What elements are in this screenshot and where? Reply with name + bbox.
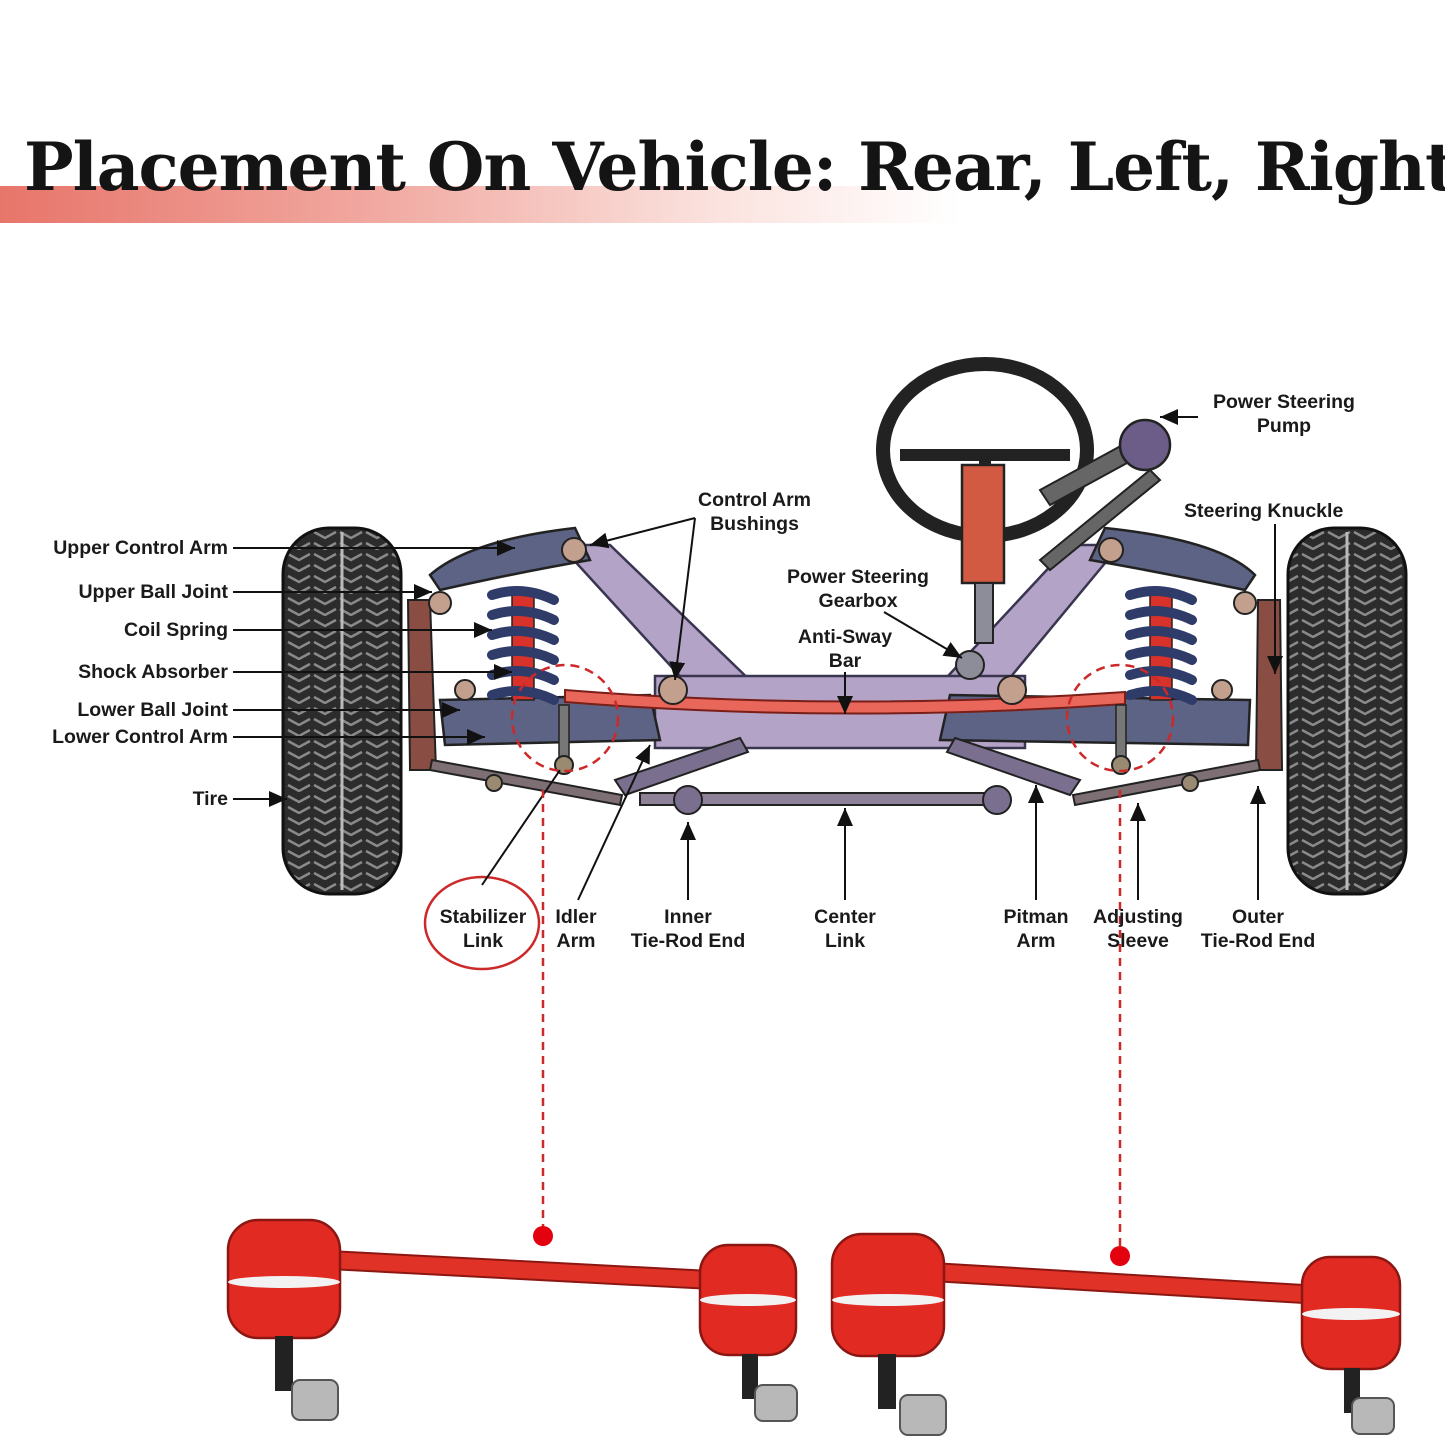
- page-title: Placement On Vehicle: Rear, Left, Right: [24, 128, 1445, 206]
- label-coil-spring: Coil Spring: [124, 619, 228, 641]
- label-lower-ball-joint: Lower Ball Joint: [77, 699, 228, 721]
- label-upper-ball-joint: Upper Ball Joint: [78, 581, 228, 603]
- stabilizer-label-circle: [423, 875, 541, 971]
- title-highlight-bar: [0, 186, 960, 223]
- label-upper-control-arm: Upper Control Arm: [53, 537, 228, 559]
- label-shock-absorber: Shock Absorber: [78, 661, 228, 683]
- stabilizer-highlight-left: [510, 663, 620, 773]
- guide-dot-right: [1110, 1246, 1130, 1266]
- power-steering-gearbox: [955, 650, 985, 680]
- stabilizer-highlight-right: [1065, 663, 1175, 773]
- upper-control-arm-right: [1088, 526, 1257, 592]
- steering-knuckle-left: [406, 599, 438, 771]
- coil-spring-left: [487, 586, 559, 705]
- stabilizer-link-left: [554, 704, 574, 775]
- upper-control-arm-left: [428, 526, 592, 592]
- steering-knuckle-right: [1254, 599, 1284, 771]
- power-steering-pump: [1038, 418, 1172, 572]
- steering-wheel: [876, 357, 1094, 644]
- callout-lines: [233, 409, 1283, 901]
- steering-linkage: [428, 736, 1262, 815]
- guide-dot-left: [533, 1226, 553, 1246]
- label-tire: Tire: [192, 788, 228, 810]
- product-stabilizer-link-left: [226, 1218, 798, 1422]
- coil-spring-right: [1125, 586, 1197, 705]
- frame-crossmember: [557, 543, 1123, 750]
- bushings: [428, 537, 1257, 705]
- label-steering-knuckle: Steering Knuckle: [1184, 500, 1344, 522]
- tire-right: [1286, 526, 1408, 896]
- label-lower-control-arm: Lower Control Arm: [52, 726, 228, 748]
- product-stabilizer-link-right: [830, 1232, 1402, 1436]
